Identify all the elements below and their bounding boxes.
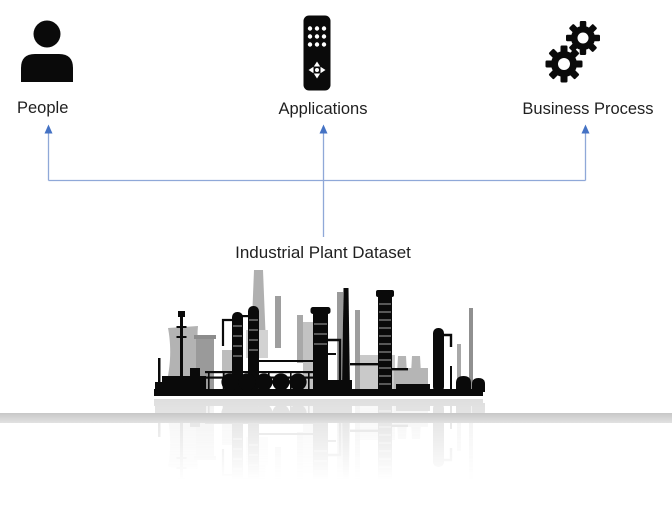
remote-control-icon [303,15,331,91]
node-label-business-process: Business Process [522,100,654,118]
plant-rung-details [233,303,391,385]
bottom-border-band [0,413,672,423]
dataset-label: Industrial Plant Dataset [235,243,411,262]
node-label-applications: Applications [278,100,368,118]
arrowhead-applications [319,124,328,134]
arrowhead-business [581,124,590,134]
diagram-canvas: People Applications [0,15,672,525]
plant-black-layer [154,288,485,396]
node-label-people: People [17,99,69,117]
industrial-plant-silhouette [150,268,486,398]
gears-icon [545,21,600,83]
arrowhead-people [44,124,53,134]
person-icon [21,20,73,82]
